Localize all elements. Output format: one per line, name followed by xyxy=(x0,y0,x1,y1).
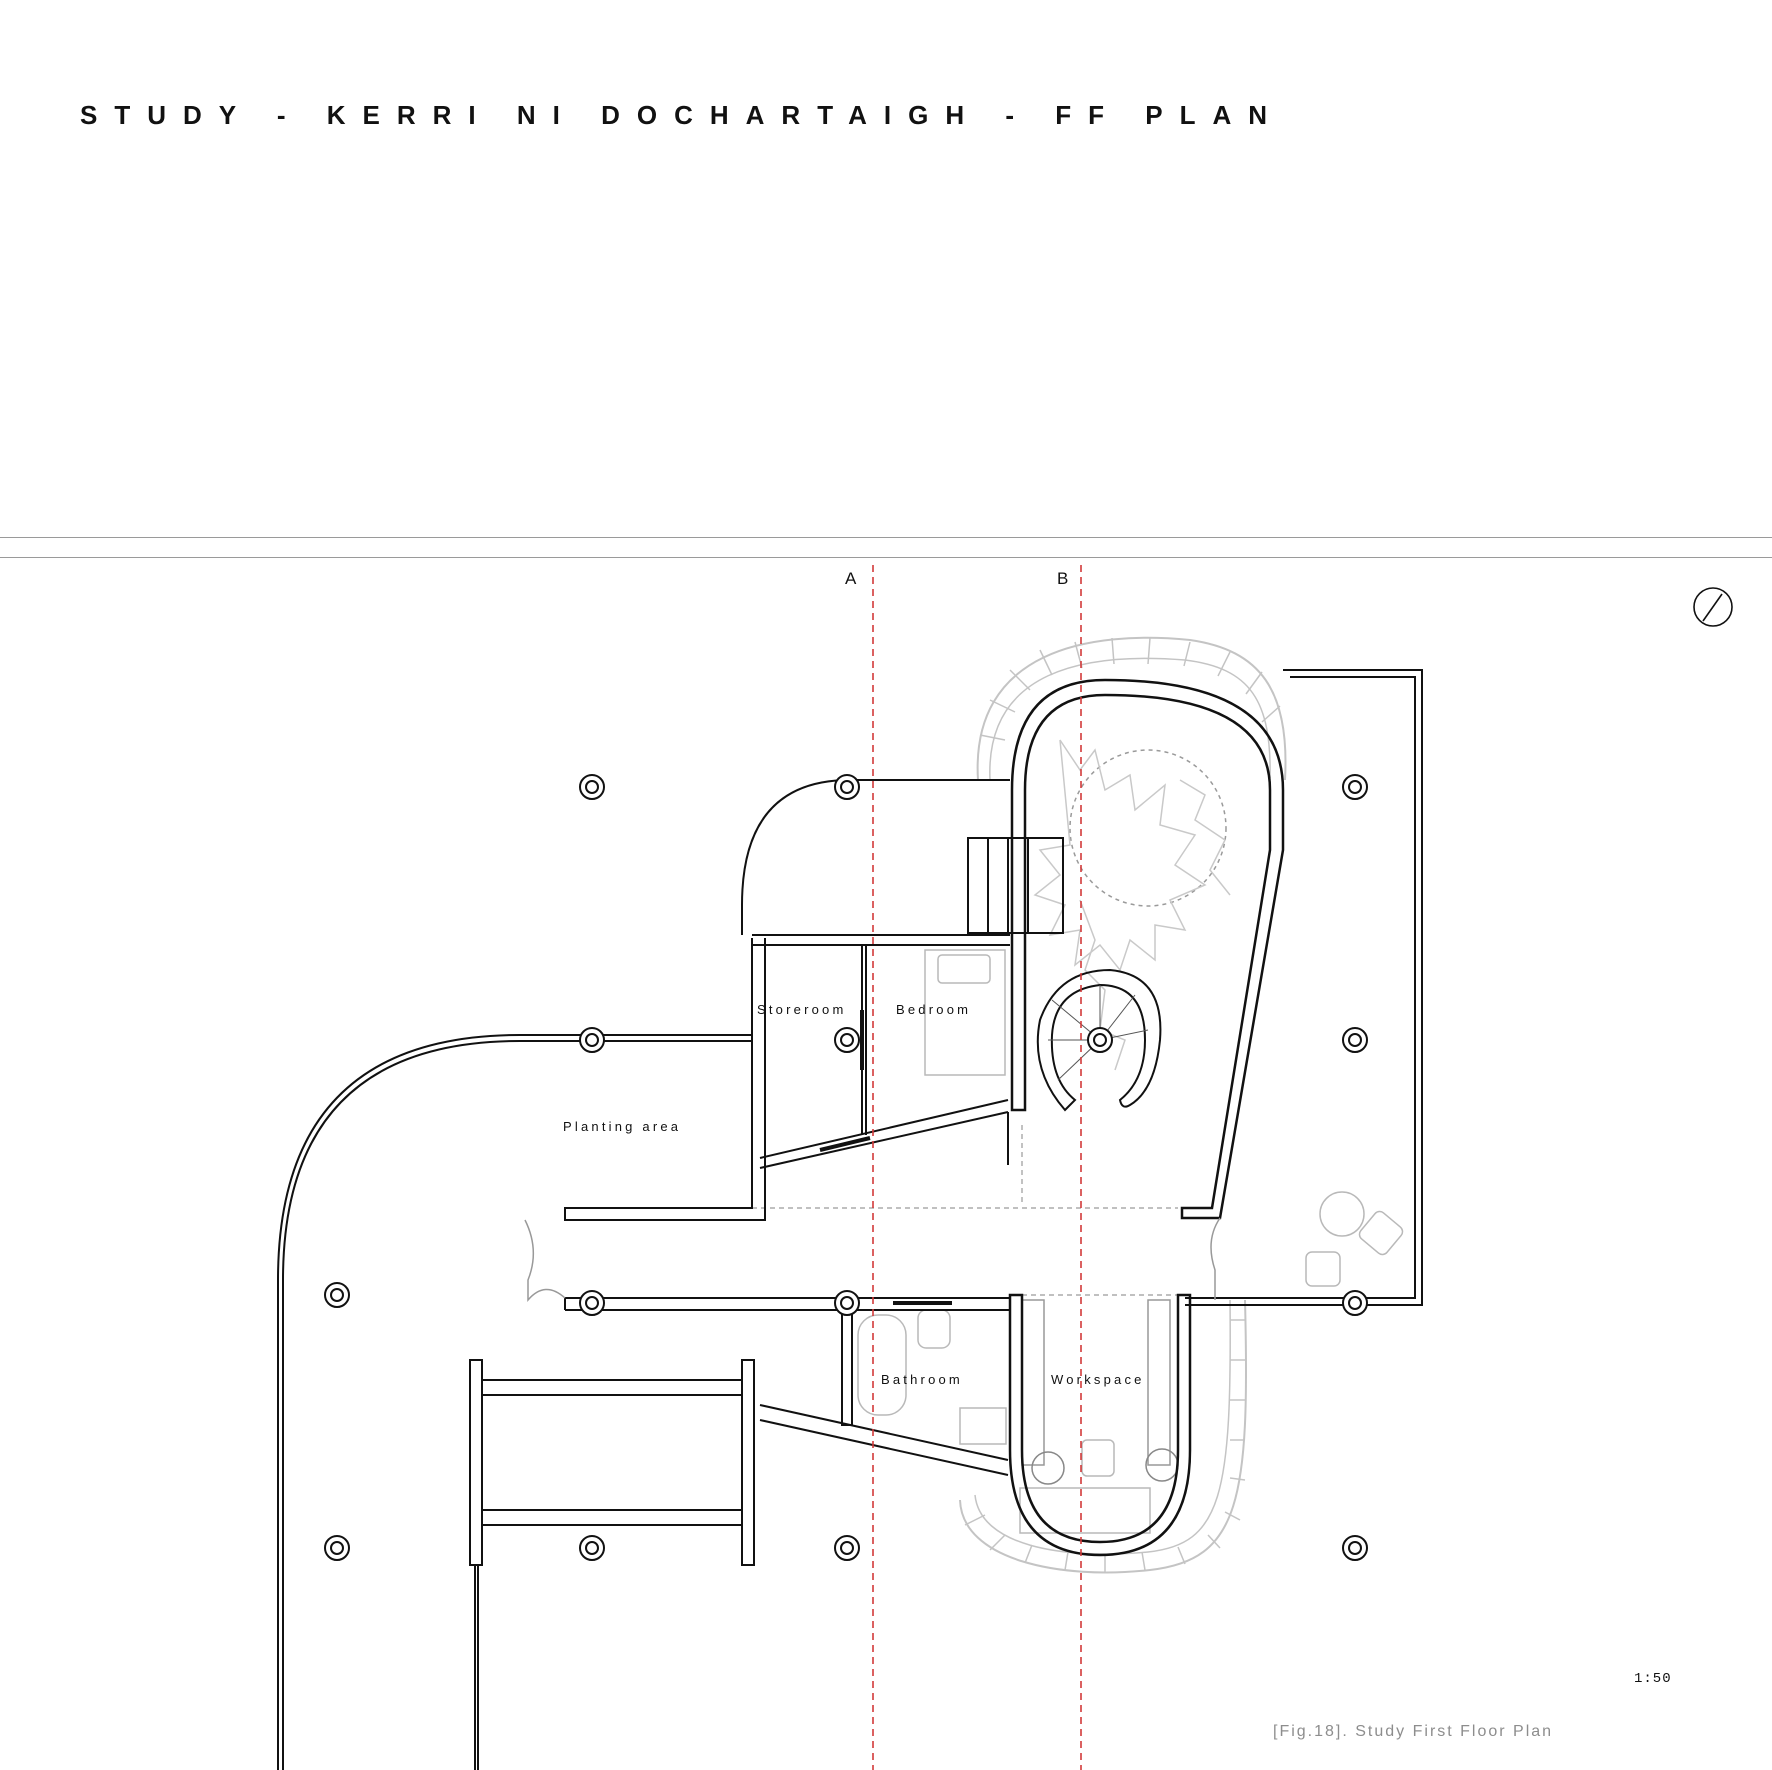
terrace-curve xyxy=(277,1034,752,1770)
drawing-title: STUDY - KERRI NI DOCHARTAIGH - FF PLAN xyxy=(80,100,1285,130)
column xyxy=(579,1027,605,1053)
figure-caption: [Fig.18]. Study First Floor Plan xyxy=(1273,1723,1554,1740)
column xyxy=(1342,1027,1368,1053)
title-rule-bottom xyxy=(0,557,1772,558)
column xyxy=(579,1290,605,1316)
room-label-storeroom: Storeroom xyxy=(757,1002,847,1017)
chair xyxy=(1081,1439,1115,1477)
lounge-chair-2 xyxy=(1358,1210,1404,1256)
room-label-planting-area: Planting area xyxy=(563,1119,681,1134)
bed xyxy=(924,949,1006,1076)
spiral-stair xyxy=(1036,968,1162,1112)
tree-canopy xyxy=(1069,749,1227,907)
column xyxy=(1087,1027,1113,1053)
bathtub xyxy=(857,1314,907,1416)
title-rule-top xyxy=(0,537,1772,538)
column xyxy=(324,1535,350,1561)
section-mark-a: A xyxy=(845,569,857,588)
room-label-bedroom: Bedroom xyxy=(896,1002,971,1017)
column xyxy=(1342,1535,1368,1561)
south-balcony xyxy=(959,1299,1248,1574)
south-pod-wall xyxy=(1008,1293,1192,1557)
side-table xyxy=(1319,1191,1365,1237)
column xyxy=(834,1535,860,1561)
column xyxy=(324,1282,350,1308)
stair-landing xyxy=(967,837,1064,934)
column xyxy=(834,1290,860,1316)
columns xyxy=(324,774,1368,1561)
lounge-chair-1 xyxy=(1305,1251,1341,1287)
section-mark-b: B xyxy=(1057,569,1068,588)
north-arrow-icon xyxy=(1693,587,1733,627)
east-deck xyxy=(1185,669,1423,1306)
section-lines xyxy=(872,565,1082,1770)
column xyxy=(1342,1290,1368,1316)
column xyxy=(1342,774,1368,800)
desk xyxy=(1019,1487,1151,1534)
room-label-workspace: Workspace xyxy=(1051,1372,1145,1387)
dashed-edges xyxy=(752,1125,1185,1296)
north-pod-wall xyxy=(1010,678,1285,1220)
toilet xyxy=(917,1309,951,1349)
foliage xyxy=(1033,739,1207,972)
pillow xyxy=(937,954,991,984)
sink xyxy=(959,1407,1007,1445)
column xyxy=(579,1535,605,1561)
north-balcony xyxy=(976,636,1287,781)
room-label-bathroom: Bathroom xyxy=(881,1372,963,1387)
column xyxy=(834,1027,860,1053)
column xyxy=(579,774,605,800)
walls xyxy=(277,669,1423,1770)
plant-pot-1 xyxy=(1031,1451,1065,1485)
scale-label: 1:50 xyxy=(1634,1671,1672,1687)
column xyxy=(834,774,860,800)
furniture-layer xyxy=(857,636,1404,1574)
